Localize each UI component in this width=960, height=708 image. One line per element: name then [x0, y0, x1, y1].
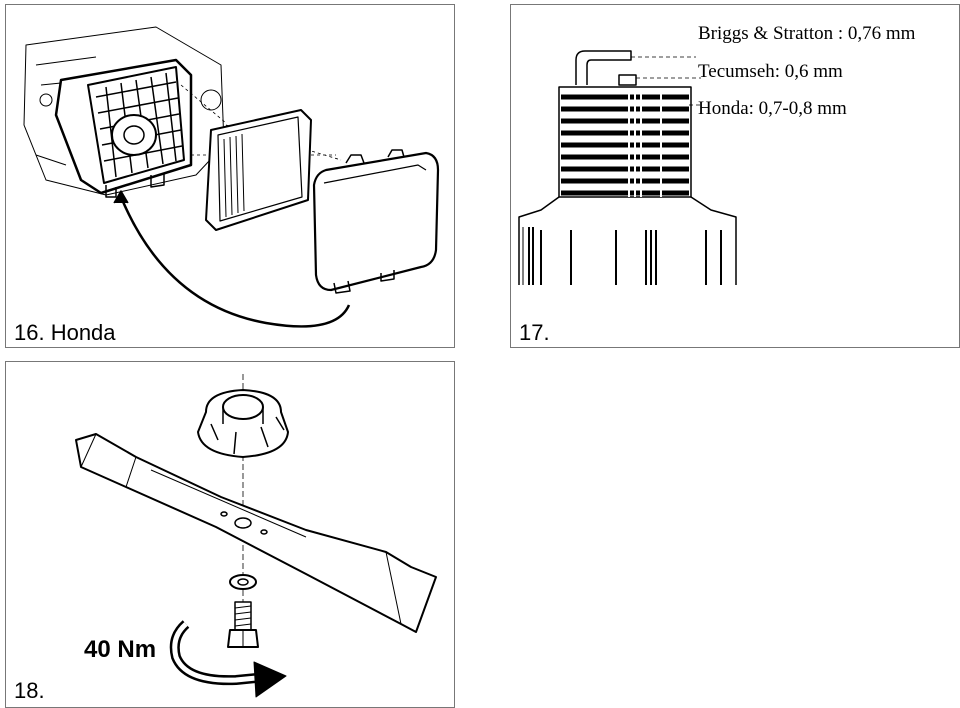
air-filter-illustration [23, 26, 440, 328]
blade-assembly-illustration [75, 374, 437, 698]
gap-briggs-stratton: Briggs & Stratton : 0,76 mm [698, 23, 916, 44]
figure-caption-18: 18. [14, 678, 45, 703]
figure-caption-17: 17. [519, 320, 550, 345]
figure-17-spark-plug-gap: Briggs & Stratton : 0,76 mm Tecumseh: 0,… [510, 4, 960, 348]
torque-value: 40 Nm [84, 636, 157, 663]
gap-tecumseh: Tecumseh: 0,6 mm [698, 61, 843, 82]
gap-honda: Honda: 0,7-0,8 mm [698, 98, 847, 119]
figure-16-honda-air-filter: 16. Honda [5, 4, 455, 348]
figure-18-blade-mounting: 40 Nm 18. [5, 361, 455, 708]
spark-plug-illustration [518, 50, 737, 285]
figure-caption-16: 16. Honda [14, 320, 116, 345]
